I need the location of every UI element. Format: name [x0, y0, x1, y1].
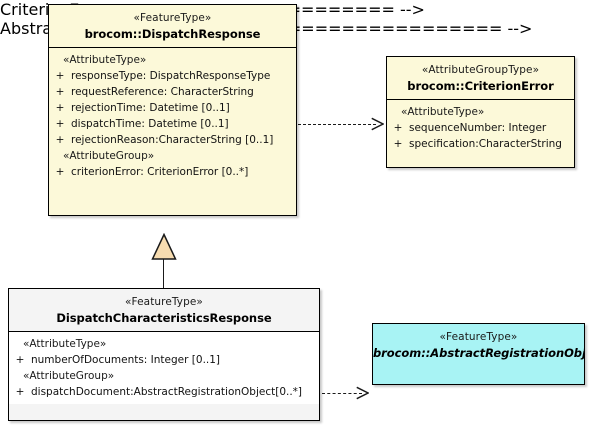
attribute-text: rejectionTime: Datetime [0..1]: [71, 102, 230, 114]
attribute-row[interactable]: + rejectionReason:CharacterString [0..1]: [49, 132, 296, 148]
attribute-row[interactable]: + responseType: DispatchResponseType: [49, 68, 296, 84]
class-body-dispatch-characteristics-response: «AttributeType» + numberOfDocuments: Int…: [9, 332, 319, 404]
class-box-criterion-error[interactable]: «AttributeGroupType» brocom::CriterionEr…: [386, 56, 575, 168]
attribute-text: requestReference: CharacterString: [71, 86, 254, 98]
attribute-row[interactable]: + sequenceNumber: Integer: [387, 120, 574, 136]
attribute-row[interactable]: + dispatchTime: Datetime [0..1]: [49, 116, 296, 132]
attribute-row[interactable]: + dispatchDocument:AbstractRegistrationO…: [9, 384, 319, 400]
class-box-dispatch-characteristics-response[interactable]: «FeatureType» DispatchCharacteristicsRes…: [8, 288, 320, 421]
class-title: brocom::AbstractRegistrationObject: [373, 346, 585, 360]
class-header-dispatch-response: «FeatureType» brocom::DispatchResponse: [49, 5, 296, 48]
attribute-row[interactable]: + specification:CharacterString: [387, 136, 574, 152]
inheritance-triangle-icon: [151, 233, 177, 260]
attribute-visibility: +: [15, 354, 25, 366]
attribute-visibility: +: [15, 386, 25, 398]
class-box-abstract-registration-object[interactable]: «FeatureType» brocom::AbstractRegistrati…: [372, 323, 585, 385]
open-arrowhead-icon-2: [356, 386, 369, 400]
class-header-dispatch-characteristics-response: «FeatureType» DispatchCharacteristicsRes…: [9, 289, 319, 332]
attribute-visibility: +: [55, 134, 65, 146]
class-stereotype: «FeatureType»: [125, 296, 203, 308]
attribute-visibility: +: [393, 138, 403, 150]
attribute-visibility: +: [55, 118, 65, 130]
compartment-label-attributetype: «AttributeType»: [63, 54, 147, 66]
class-stereotype: «FeatureType»: [133, 12, 212, 24]
attribute-row[interactable]: + rejectionTime: Datetime [0..1]: [49, 100, 296, 116]
class-title: brocom::CriterionError: [407, 79, 554, 93]
attribute-text: rejectionReason:CharacterString [0..1]: [71, 134, 274, 146]
class-stereotype: «AttributeGroupType»: [421, 64, 540, 76]
class-body-criterion-error: «AttributeType» + sequenceNumber: Intege…: [387, 100, 574, 156]
attribute-visibility: +: [55, 166, 65, 178]
open-arrowhead-icon-1: [371, 117, 384, 131]
attribute-text: sequenceNumber: Integer: [409, 122, 547, 134]
compartment-label-attributetype: «AttributeType»: [401, 106, 485, 118]
class-header-criterion-error: «AttributeGroupType» brocom::CriterionEr…: [387, 57, 574, 100]
attribute-text: numberOfDocuments: Integer [0..1]: [31, 354, 221, 366]
attribute-text: specification:CharacterString: [409, 138, 562, 150]
attribute-visibility: +: [55, 70, 65, 82]
compartment-label-attributegroup: «AttributeGroup»: [63, 150, 155, 162]
generalization-line: [163, 259, 164, 308]
attribute-text: criterionError: CriterionError [0..*]: [71, 166, 249, 178]
compartment-label-attributetype: «AttributeType»: [23, 338, 107, 350]
attribute-text: dispatchDocument:AbstractRegistrationObj…: [31, 386, 303, 398]
attribute-row[interactable]: + numberOfDocuments: Integer [0..1]: [9, 352, 319, 368]
attribute-visibility: +: [55, 86, 65, 98]
class-body-dispatch-response: «AttributeType» + responseType: Dispatch…: [49, 48, 296, 184]
dependency-line-1: [298, 124, 376, 125]
compartment-label-attributegroup: «AttributeGroup»: [23, 370, 115, 382]
dependency-line-2: [322, 393, 362, 394]
attribute-row[interactable]: + requestReference: CharacterString: [49, 84, 296, 100]
class-box-dispatch-response[interactable]: «FeatureType» brocom::DispatchResponse «…: [48, 4, 297, 216]
class-title: brocom::DispatchResponse: [84, 27, 261, 41]
class-header-abstract-registration-object: «FeatureType» brocom::AbstractRegistrati…: [373, 324, 584, 366]
attribute-text: dispatchTime: Datetime [0..1]: [71, 118, 229, 130]
attribute-row[interactable]: + criterionError: CriterionError [0..*]: [49, 164, 296, 180]
attribute-visibility: +: [393, 122, 403, 134]
class-stereotype: «FeatureType»: [439, 331, 518, 343]
attribute-text: responseType: DispatchResponseType: [71, 70, 271, 82]
class-title: DispatchCharacteristicsResponse: [56, 311, 272, 325]
attribute-visibility: +: [55, 102, 65, 114]
